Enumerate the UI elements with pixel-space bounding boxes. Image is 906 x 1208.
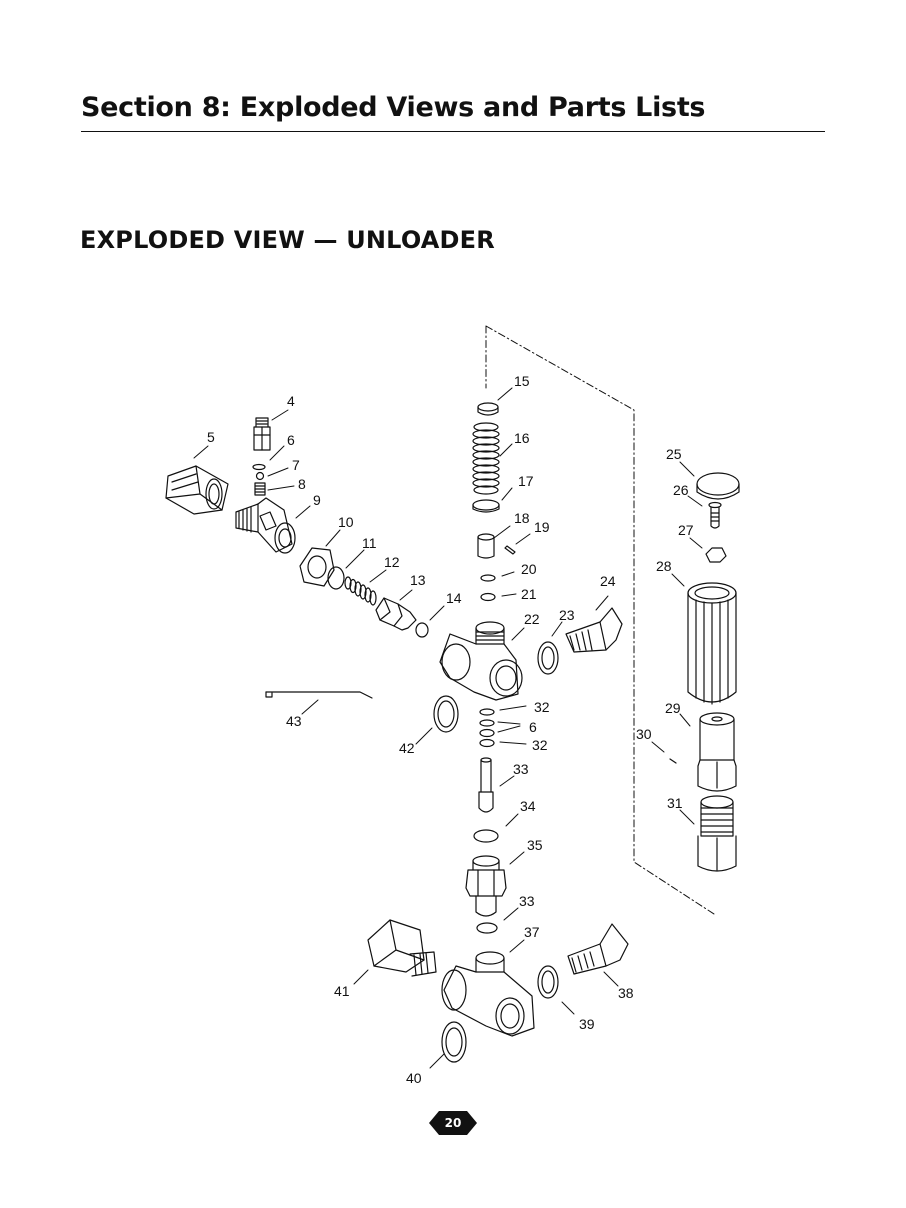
callout-33-lower: 33: [519, 893, 535, 909]
part-11-oring: [327, 566, 345, 590]
part-15-cap: [477, 402, 499, 416]
page-number: 20: [444, 1116, 462, 1130]
part-41-inlet-fitting: [367, 919, 437, 977]
part-43-tool: [265, 691, 373, 699]
callout-40: 40: [406, 1070, 422, 1086]
part-34-oring: [473, 829, 499, 843]
callout-15: 15: [514, 373, 530, 389]
callout-9: 9: [313, 492, 321, 508]
callout-6: 6: [287, 432, 295, 448]
callout-13: 13: [410, 572, 426, 588]
part-6-oring-b: [479, 728, 495, 738]
part-4-fitting: [253, 417, 271, 451]
section-rule: [81, 131, 825, 132]
part-35-hex-fitting: [465, 855, 507, 917]
callout-14: 14: [446, 590, 462, 606]
exploded-view-title: EXPLODED VIEW — UNLOADER: [80, 226, 495, 254]
part-5-swivel-nut: [165, 465, 229, 515]
callout-35: 35: [527, 837, 543, 853]
part-27-hex-nut: [705, 547, 727, 563]
part-39-gasket: [537, 965, 559, 999]
part-10-nut: [299, 547, 335, 587]
part-31-adapter: [697, 795, 737, 872]
callout-31: 31: [667, 795, 683, 811]
callout-41: 41: [334, 983, 350, 999]
callout-28: 28: [656, 558, 672, 574]
callout-23: 23: [559, 607, 575, 623]
part-6-oring: [252, 463, 266, 471]
part-26-screw: [708, 501, 722, 529]
part-42-gasket: [433, 695, 459, 733]
part-12-spring: [344, 576, 377, 606]
part-40-gasket: [441, 1021, 467, 1063]
callout-32-upper: 32: [534, 699, 550, 715]
part-7-ball: [255, 471, 265, 481]
callout-22: 22: [524, 611, 540, 627]
part-21-oring: [480, 592, 496, 602]
part-25-knob-cap: [696, 472, 740, 500]
callout-37: 37: [524, 924, 540, 940]
callout-5: 5: [207, 429, 215, 445]
callout-17: 17: [518, 473, 534, 489]
callout-12: 12: [384, 554, 400, 570]
callout-27: 27: [678, 522, 694, 538]
callout-42: 42: [399, 740, 415, 756]
callout-21: 21: [521, 586, 537, 602]
part-32-oring-lower: [479, 738, 495, 748]
callout-43: 43: [286, 713, 302, 729]
leader-lines: [193, 387, 703, 1069]
callout-19: 19: [534, 519, 550, 535]
callout-10: 10: [338, 514, 354, 530]
part-33-shaft: [478, 757, 494, 813]
part-38-banjo-bolt: [567, 923, 629, 975]
part-18-piston: [477, 533, 495, 559]
part-6-oring-middle: [479, 719, 495, 727]
callout-38: 38: [618, 985, 634, 1001]
part-16-spring: [472, 422, 500, 495]
assembly-boundary-line: [485, 325, 715, 915]
callout-32-lower: 32: [532, 737, 548, 753]
callout-33: 33: [513, 761, 529, 777]
part-24-banjo-bolt: [565, 607, 623, 653]
part-8-spring: [254, 482, 266, 496]
callout-11: 11: [362, 535, 377, 551]
callout-8: 8: [298, 476, 306, 492]
callout-39: 39: [579, 1016, 595, 1032]
part-32-oring-upper: [479, 708, 495, 716]
part-14-oring: [415, 622, 429, 638]
callout-26: 26: [673, 482, 689, 498]
part-30-pin: [669, 758, 677, 764]
callout-25: 25: [666, 446, 682, 462]
part-20-oring: [480, 574, 496, 582]
callout-labels: 4 5 6 7 8 9 10 11 12 13 14 15 16 17 18 1…: [207, 373, 694, 1086]
section-title: Section 8: Exploded Views and Parts List…: [81, 92, 706, 123]
part-29-adjusting-screw: [697, 712, 737, 792]
part-28-adjustment-knob: [687, 582, 737, 705]
part-9-union-body: [235, 497, 296, 554]
callout-34: 34: [520, 798, 536, 814]
part-37-manifold-body: [441, 951, 535, 1037]
callout-20: 20: [521, 561, 537, 577]
callout-4: 4: [287, 393, 295, 409]
callout-30: 30: [636, 726, 652, 742]
callout-24: 24: [600, 573, 616, 589]
part-19-pin: [504, 545, 516, 555]
part-13-valve-stem: [375, 597, 417, 631]
callout-18: 18: [514, 510, 530, 526]
callout-16: 16: [514, 430, 530, 446]
part-17-disc: [472, 499, 500, 513]
part-22-unloader-body: [439, 621, 523, 701]
part-33-oring-lower: [476, 922, 498, 934]
part-23-gasket: [537, 641, 559, 675]
page-number-tab: [429, 1111, 477, 1135]
callout-29: 29: [665, 700, 681, 716]
callout-7: 7: [292, 457, 300, 473]
callout-6-lower: 6: [529, 719, 537, 735]
